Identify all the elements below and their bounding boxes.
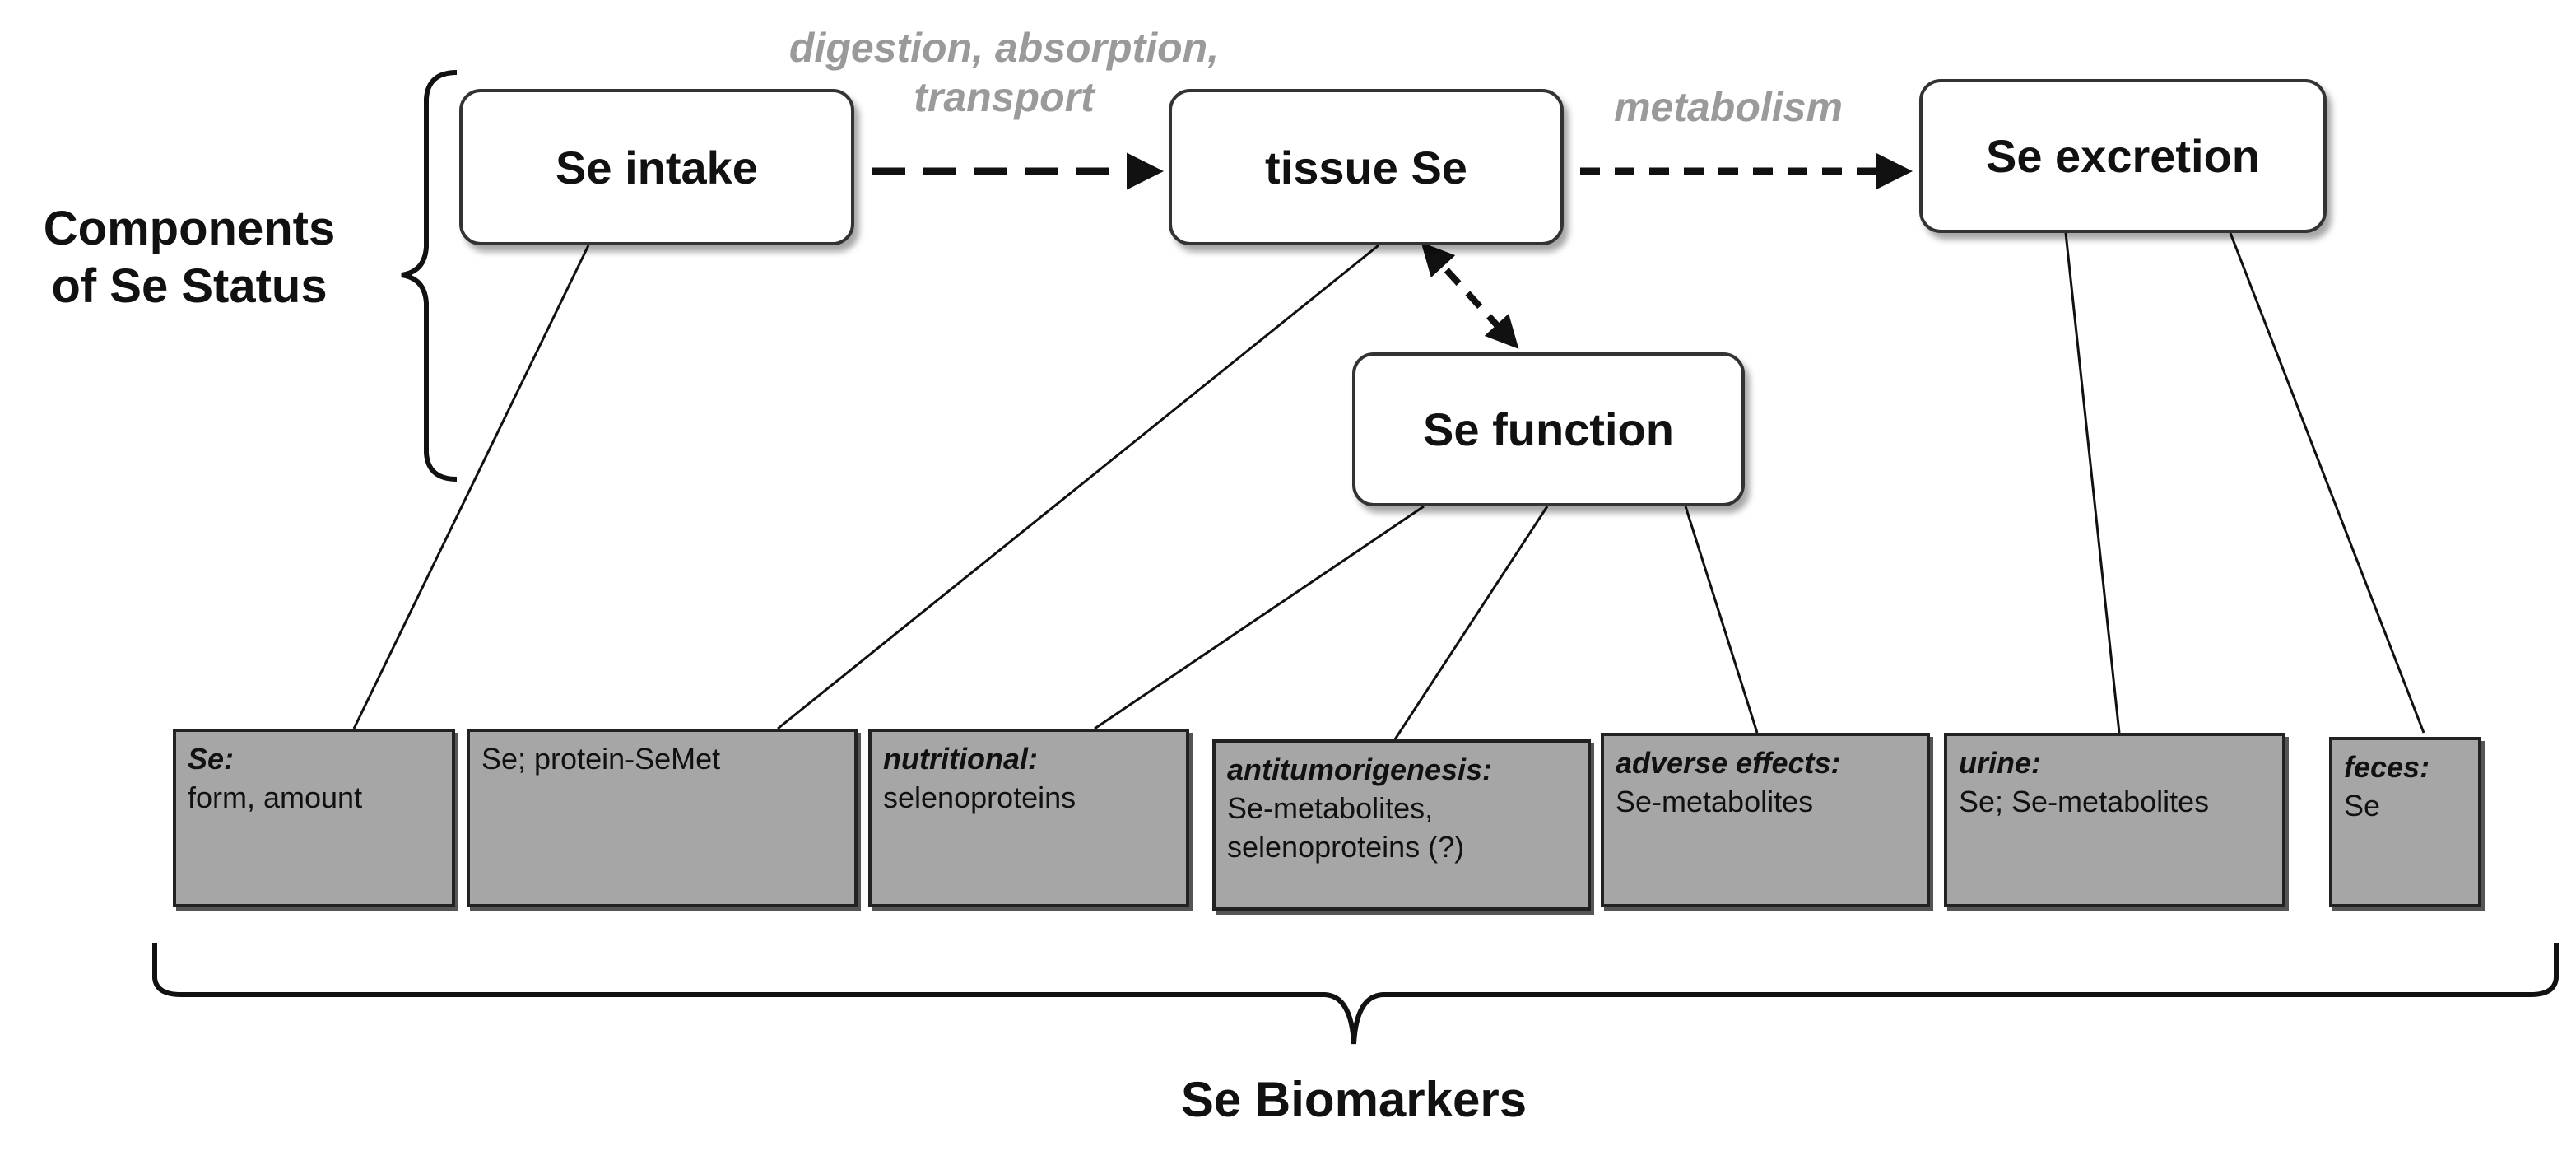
biomarker-box-urine: urine: Se; Se-metabolites — [1944, 733, 2285, 907]
biomarker-body: Se; protein-SeMet — [481, 742, 721, 776]
node-se-function: Se function — [1352, 352, 1745, 506]
node-se-intake: Se intake — [459, 89, 854, 245]
biomarker-head: feces: — [2344, 750, 2430, 784]
biomarker-box-nutritional: nutritional: selenoproteins — [868, 729, 1189, 907]
biomarker-head: Se: — [188, 742, 235, 776]
node-se-excretion: Se excretion — [1919, 79, 2327, 233]
components-of-se-status-label: Components of Se Status — [43, 202, 336, 313]
biomarker-body: Se-metabolites — [1616, 784, 1814, 818]
line-function-to-biomarker-5 — [1684, 506, 1759, 734]
biomarker-box-antitumorigenesis: antitumorigenesis: Se-metabolites, selen… — [1212, 739, 1591, 911]
process-label-digestion: digestion, absorption, transport — [788, 25, 1220, 120]
biomarker-head: antitumorigenesis: — [1227, 753, 1493, 786]
biomarker-head: adverse effects: — [1616, 746, 1841, 780]
biomarker-body: Se — [2344, 788, 2381, 822]
line-tissue-to-biomarker-2 — [777, 244, 1379, 730]
biomarker-head: urine: — [1959, 746, 2042, 780]
biomarker-box-feces: feces: Se — [2329, 737, 2481, 907]
line-intake-to-biomarker-1 — [352, 245, 590, 729]
se-biomarkers-label: Se Biomarkers — [1180, 1072, 1527, 1127]
arrow-tissue-function — [1421, 242, 1519, 349]
line-function-to-biomarker-4 — [1393, 506, 1549, 740]
components-bracket — [401, 70, 458, 482]
biomarker-body: Se; Se-metabolites — [1959, 784, 2210, 818]
biomarker-box-tissue: Se; protein-SeMet — [467, 729, 858, 907]
line-excretion-to-biomarker-7 — [2229, 232, 2425, 734]
biomarker-body: form, amount — [188, 780, 363, 814]
process-label-metabolism: metabolism — [1614, 84, 1843, 130]
biomarker-head: nutritional: — [883, 742, 1038, 776]
biomarker-body: selenoproteins — [883, 780, 1076, 814]
biomarkers-bracket — [152, 943, 2559, 1045]
biomarker-box-intake: Se: form, amount — [173, 729, 455, 907]
node-tissue-se: tissue Se — [1169, 89, 1564, 245]
biomarker-box-adverse-effects: adverse effects: Se-metabolites — [1601, 733, 1930, 907]
line-excretion-to-biomarker-6 — [2064, 232, 2121, 734]
biomarker-body: Se-metabolites, selenoproteins (?) — [1227, 790, 1465, 864]
line-function-to-biomarker-3 — [1094, 505, 1425, 730]
